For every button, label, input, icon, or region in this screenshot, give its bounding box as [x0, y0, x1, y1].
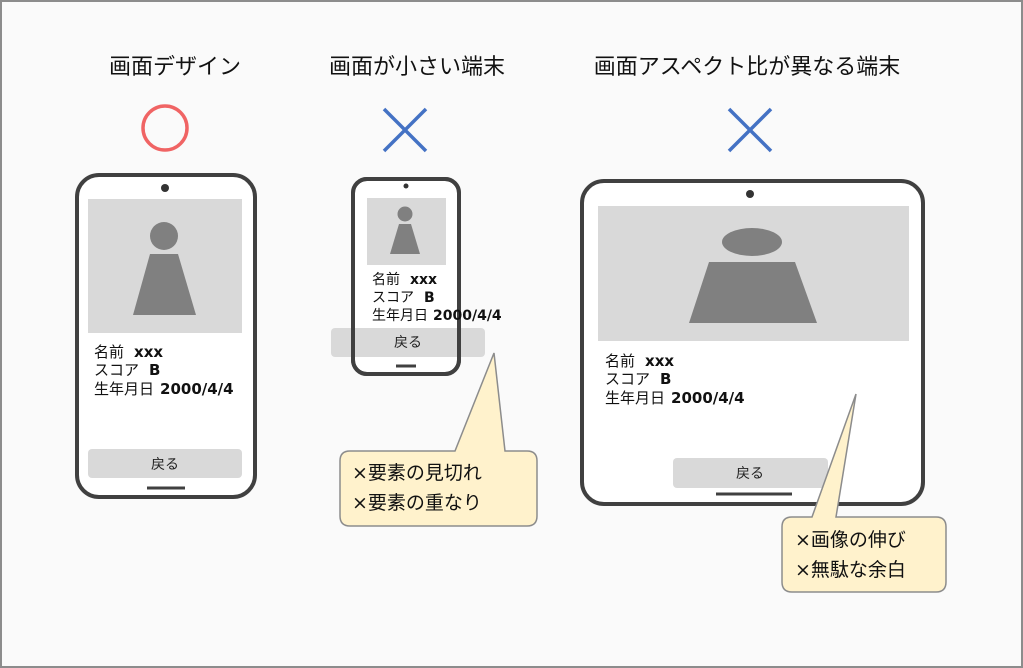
cross-ng-icon [382, 107, 428, 153]
name-value: xxx [134, 343, 163, 361]
score-value: B [149, 361, 160, 379]
back-button[interactable]: 戻る [673, 458, 828, 488]
birth-label: 生年月日 [605, 389, 665, 407]
callout-line: ×要素の見切れ [352, 462, 482, 484]
name-label: 名前 [94, 343, 124, 361]
title-design: 画面デザイン [109, 55, 241, 80]
name-label: 名前 [372, 271, 400, 288]
person-body-icon [689, 262, 817, 323]
name-value: xxx [410, 272, 437, 288]
person-body-icon [133, 254, 196, 315]
score-label: スコア [372, 290, 414, 306]
birth-value: 2000/4/4 [671, 389, 745, 407]
phone-small: 戻る 名前 xxx スコア B 生年月日 2000/4/4 [331, 177, 502, 376]
callout-aspect-issues: ×画像の伸び ×無駄な余白 [781, 393, 947, 593]
camera-icon [403, 183, 409, 189]
back-button-label: 戻る [736, 466, 764, 482]
person-head-icon [397, 206, 413, 222]
phone-design: 名前 xxx スコア B 生年月日 2000/4/4 戻る [75, 173, 257, 499]
birth-value: 2000/4/4 [433, 308, 502, 324]
score-value: B [424, 290, 435, 306]
score-value: B [660, 370, 671, 388]
back-button[interactable]: 戻る [88, 449, 242, 478]
score-label: スコア [605, 370, 650, 388]
birth-value: 2000/4/4 [160, 380, 234, 398]
person-head-icon [722, 228, 782, 256]
name-label: 名前 [605, 352, 635, 370]
callout-line: ×無駄な余白 [795, 559, 906, 581]
camera-icon [161, 184, 169, 192]
callout-line: ×要素の重なり [352, 492, 482, 514]
back-button[interactable]: 戻る [331, 328, 485, 357]
score-label: スコア [94, 361, 139, 379]
callout-line: ×画像の伸び [795, 529, 906, 551]
person-head-icon [150, 222, 178, 250]
cross-ng-icon [727, 107, 773, 153]
callout-small-issues: ×要素の見切れ ×要素の重なり [339, 352, 538, 527]
title-aspect-device: 画面アスペクト比が異なる端末 [594, 55, 900, 80]
back-button-label: 戻る [151, 457, 179, 473]
back-button-label: 戻る [394, 335, 422, 351]
birth-label: 生年月日 [372, 308, 428, 324]
phone-frame [351, 177, 461, 376]
title-small-device: 画面が小さい端末 [329, 55, 505, 80]
person-body-icon [390, 224, 420, 254]
name-value: xxx [645, 352, 674, 370]
device-wide: 名前 xxx スコア B 生年月日 2000/4/4 戻る [580, 179, 925, 506]
birth-label: 生年月日 [94, 380, 154, 398]
circle-ok-icon [141, 104, 189, 152]
camera-icon [746, 190, 754, 198]
